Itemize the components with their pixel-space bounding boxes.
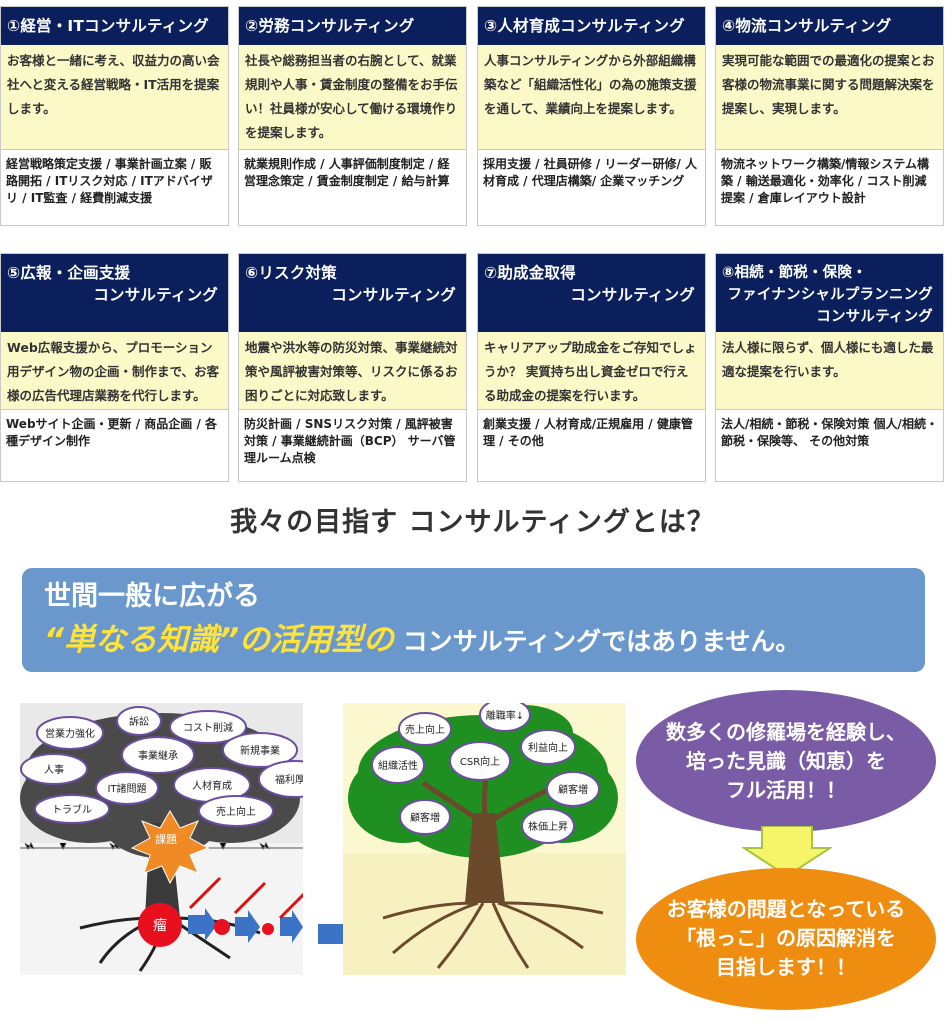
svg-text:利益向上: 利益向上 xyxy=(528,741,568,754)
banner-highlight: “単なる知識”の活用型の xyxy=(44,622,394,658)
arrow-down-icon xyxy=(742,826,832,878)
card-description: 地震や洪水等の防災対策、事業継続対策や風評被害対策等、リスクに係るお困りごとに対… xyxy=(239,332,466,410)
issue-bubble: コスト削減 xyxy=(169,710,247,744)
card-tags: 創業支援 / 人材育成/正規雇用 / 健康管理 / その他 xyxy=(483,417,693,448)
issue-bubble: トラブル xyxy=(34,794,110,824)
card-tags: 経営戦略策定支援 / 事業計画立案 / 販路開拓 / ITリスク対応 / ITア… xyxy=(6,157,213,205)
service-card-3: ③人材育成コンサルティング 人事コンサルティングから外部組織構築など「組織活性化… xyxy=(477,6,706,226)
svg-text:IT諸問題: IT諸問題 xyxy=(107,782,146,795)
issue-bubble: IT諸問題 xyxy=(95,771,159,805)
card-tags: 法人/相続・節税・保険対策 個人/相続・節税・保険等、 その他対策 xyxy=(721,417,938,448)
issue-bubble: 訴訟 xyxy=(116,706,162,736)
issue-bubble: 人事 xyxy=(20,753,88,785)
svg-text:事業継承: 事業継承 xyxy=(138,749,178,762)
svg-text:売上向上: 売上向上 xyxy=(216,805,256,818)
card-description: 法人様に限らず、個人様にも適した最適な提案を行います。 xyxy=(716,332,943,410)
card-tags: 就業規則作成 / 人事評価制度制定 / 経営理念策定 / 賃金制度制定 / 給与… xyxy=(244,157,450,188)
result-bubble: 顧客増 xyxy=(546,771,600,807)
card-tags: Webサイト企画・更新 / 商品企画 / 各種デザイン制作 xyxy=(6,417,218,448)
sick-tree-illustration: 課題 瘤 営業力強化 訴訟 コスト削減 事業継承 新規事業 人事 IT諸問題 人… xyxy=(20,703,303,975)
banner: 世間一般に広がる “単なる知識”の活用型の コンサルティングではありません。 xyxy=(22,568,925,672)
card-title: ⑤広報・企画支援コンサルティング xyxy=(1,254,228,332)
card-description: Web広報支援から、プロモーション用デザイン物の企画・制作まで、お客様の広告代理… xyxy=(1,332,228,410)
banner-line-2: “単なる知識”の活用型の コンサルティングではありません。 xyxy=(44,616,903,666)
banner-line-1: 世間一般に広がる xyxy=(44,581,260,612)
svg-text:新規事業: 新規事業 xyxy=(240,744,280,757)
result-bubble: 顧客増 xyxy=(399,799,451,835)
goal-ellipse: お客様の問題となっている 「根っこ」の原因解消を 目指します！！ xyxy=(636,868,936,1010)
card-description: 社長や総務担当者の右腕として、就業規則や人事・賃金制度の整備をお手伝い！社員様が… xyxy=(239,45,466,150)
service-card-2: ②労務コンサルティング 社長や総務担当者の右腕として、就業規則や人事・賃金制度の… xyxy=(238,6,467,226)
svg-text:顧客増: 顧客増 xyxy=(558,783,588,796)
result-bubble: 株価上昇 xyxy=(521,808,575,844)
card-description: キャリアアップ助成金をご存知でしょうか？ 実質持ち出し資金ゼロで行える助成金の提… xyxy=(478,332,705,410)
card-title: ①経営・ITコンサルティング xyxy=(1,7,228,45)
service-card-7: ⑦助成金取得コンサルティング キャリアアップ助成金をご存知でしょうか？ 実質持ち… xyxy=(477,253,706,482)
ellipse-line: お客様の問題となっている xyxy=(666,897,906,921)
result-bubble: 利益向上 xyxy=(520,729,576,765)
svg-text:人事: 人事 xyxy=(44,763,64,776)
ellipse-line: 数多くの修羅場を経験し、 xyxy=(666,720,906,744)
service-card-6: ⑥リスク対策コンサルティング 地震や洪水等の防災対策、事業継続対策や風評被害対策… xyxy=(238,253,467,482)
issue-bubble: 営業力強化 xyxy=(36,716,104,750)
svg-text:訴訟: 訴訟 xyxy=(129,715,149,728)
card-title: ⑧相続・節税・保険・ファイナンシャルプランニング コンサルティング xyxy=(716,254,943,332)
svg-text:組織活性: 組織活性 xyxy=(378,759,418,772)
ellipse-line: フル活用！！ xyxy=(726,778,846,802)
service-card-1: ①経営・ITコンサルティング お客様と一緒に考え、収益力の高い会社へと変える経営… xyxy=(0,6,229,226)
svg-text:離職率↓: 離職率↓ xyxy=(486,709,524,722)
issue-bubble: 売上向上 xyxy=(198,795,274,827)
section-heading: 我々の目指す コンサルティングとは？ xyxy=(230,507,715,538)
service-card-8: ⑧相続・節税・保険・ファイナンシャルプランニング コンサルティング 法人様に限ら… xyxy=(715,253,944,482)
card-description: お客様と一緒に考え、収益力の高い会社へと変える経営戦略・IT活用を提案します。 xyxy=(1,45,228,150)
svg-text:顧客増: 顧客増 xyxy=(410,811,440,824)
issue-bubble: 福利厚生 xyxy=(258,760,303,798)
svg-text:営業力強化: 営業力強化 xyxy=(45,727,95,740)
card-description: 人事コンサルティングから外部組織構築など「組織活性化」の為の施策支援を通して、業… xyxy=(478,45,705,150)
svg-text:福利厚生: 福利厚生 xyxy=(275,773,303,786)
issue-bubble: 事業継承 xyxy=(121,736,195,774)
svg-text:売上向上: 売上向上 xyxy=(405,723,445,736)
healthy-tree-illustration: 売上向上 離職率↓ 組織活性 CSR向上 利益向上 顧客増 顧客増 株価上昇 xyxy=(343,703,626,975)
banner-tail: コンサルティングではありません。 xyxy=(393,627,801,656)
experience-ellipse: 数多くの修羅場を経験し、 培った見識（知恵）を フル活用！！ xyxy=(636,690,936,832)
issue-bubble: 人材育成 xyxy=(173,767,251,803)
svg-text:株価上昇: 株価上昇 xyxy=(528,820,568,833)
card-tags: 採用支援 / 社員研修 / リーダー研修/ 人材育成 / 代理店構築/ 企業マッ… xyxy=(483,157,698,188)
ellipse-line: 培った見識（知恵）を xyxy=(686,749,886,773)
problem-label: 課題 xyxy=(155,832,177,846)
card-tags: 物流ネットワーク構築/情報システム構築 / 輸送最適化・効率化 / コスト削減提… xyxy=(721,157,930,205)
svg-text:トラブル: トラブル xyxy=(52,803,92,816)
card-title: ⑦助成金取得コンサルティング xyxy=(478,254,705,332)
ellipse-line: 「根っこ」の原因解消を xyxy=(676,926,896,950)
result-bubble: 離職率↓ xyxy=(479,703,531,732)
result-bubble: 組織活性 xyxy=(371,746,425,784)
card-title: ②労務コンサルティング xyxy=(239,7,466,45)
svg-text:人材育成: 人材育成 xyxy=(192,779,232,792)
card-title: ④物流コンサルティング xyxy=(716,7,943,45)
result-bubble: CSR向上 xyxy=(449,741,511,781)
ellipse-line: 目指します！！ xyxy=(716,955,856,979)
service-card-5: ⑤広報・企画支援コンサルティング Web広報支援から、プロモーション用デザイン物… xyxy=(0,253,229,482)
card-title: ⑥リスク対策コンサルティング xyxy=(239,254,466,332)
svg-text:CSR向上: CSR向上 xyxy=(460,755,500,768)
result-bubble: 売上向上 xyxy=(398,712,452,746)
issue-bubble: 新規事業 xyxy=(222,732,298,768)
card-description: 実現可能な範囲での最適化の提案とお客様の物流事業に関する問題解決案を提案し、実現… xyxy=(716,45,943,150)
svg-text:コスト削減: コスト削減 xyxy=(183,721,233,734)
service-card-4: ④物流コンサルティング 実現可能な範囲での最適化の提案とお客様の物流事業に関する… xyxy=(715,6,944,226)
card-tags: 防災計画 / SNSリスク対策 / 風評被害対策 / 事業継続計画（BCP） サ… xyxy=(244,417,456,465)
card-title: ③人材育成コンサルティング xyxy=(478,7,705,45)
tumor-label: 瘤 xyxy=(153,917,167,934)
